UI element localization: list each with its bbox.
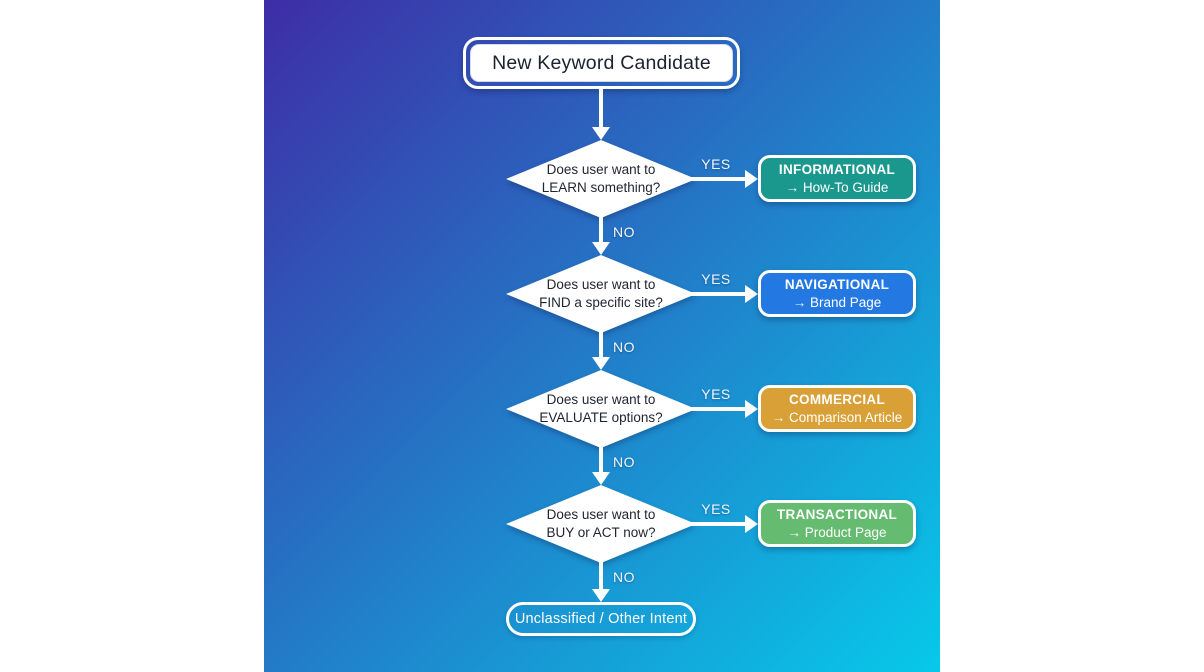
result-action: → Brand Page (792, 294, 882, 310)
result-category: INFORMATIONAL (778, 161, 896, 177)
decision-question-line2: LEARN something? (541, 180, 661, 195)
result-category: TRANSACTIONAL (776, 506, 898, 522)
arrow-line (599, 331, 603, 358)
result-node-transactional: TRANSACTIONAL → Product Page (758, 500, 916, 547)
no-branch-label: NO (613, 339, 635, 355)
yes-branch-label: YES (701, 156, 731, 172)
decision-diamond-learn: Does user want to LEARN something? (506, 140, 696, 218)
yes-branch-label: YES (701, 271, 731, 287)
arrow-line (599, 87, 603, 128)
decision-question-line2: EVALUATE options? (539, 410, 663, 425)
arrow-down-start (592, 87, 610, 140)
result-node-informational: INFORMATIONAL → How-To Guide (758, 155, 916, 202)
arrow-down-no-2 (592, 331, 610, 370)
decision-diamond-find: Does user want to FIND a specific site? (506, 255, 696, 333)
arrow-line (599, 561, 603, 590)
decision-question-line1: Does user want to (546, 392, 656, 408)
arrowhead-down-icon (592, 589, 610, 602)
decision-question-line1: Does user want to (546, 507, 656, 523)
arrow-line (688, 177, 746, 181)
arrow-right-yes-2 (688, 285, 758, 303)
arrow-down-no-1 (592, 216, 610, 255)
result-node-navigational: NAVIGATIONAL → Brand Page (758, 270, 916, 317)
arrow-down-no-4 (592, 561, 610, 602)
arrowhead-down-icon (592, 127, 610, 140)
result-action: → Product Page (787, 524, 887, 540)
arrow-line (688, 292, 746, 296)
result-action: → How-To Guide (785, 179, 889, 195)
no-branch-label: NO (613, 454, 635, 470)
arrow-right-yes-3 (688, 400, 758, 418)
start-node: New Keyword Candidate (463, 37, 740, 89)
arrowhead-right-icon (745, 170, 758, 188)
yes-branch-label: YES (701, 386, 731, 402)
arrow-down-no-3 (592, 446, 610, 485)
arrow-right-yes-1 (688, 170, 758, 188)
arrowhead-right-icon (745, 400, 758, 418)
end-node: Unclassified / Other Intent (506, 602, 696, 636)
yes-branch-label: YES (701, 501, 731, 517)
decision-question-line2: FIND a specific site? (539, 295, 663, 310)
arrowhead-right-icon (745, 285, 758, 303)
no-branch-label: NO (613, 224, 635, 240)
decision-question-line2: BUY or ACT now? (546, 525, 656, 540)
arrow-line (599, 216, 603, 243)
result-category: COMMERCIAL (789, 391, 885, 407)
arrow-line (688, 407, 746, 411)
no-branch-label: NO (613, 569, 635, 585)
start-node-label: New Keyword Candidate (470, 44, 733, 82)
arrow-line (599, 446, 603, 473)
decision-question-line1: Does user want to (546, 162, 656, 178)
arrow-right-yes-4 (688, 515, 758, 533)
result-node-commercial: COMMERCIAL → Comparison Article (758, 385, 916, 432)
decision-question-line1: Does user want to (546, 277, 656, 293)
result-action: → Comparison Article (771, 409, 903, 425)
end-node-label: Unclassified / Other Intent (514, 611, 688, 627)
flowchart-canvas: New Keyword Candidate Does user want to … (264, 0, 940, 672)
arrowhead-right-icon (745, 515, 758, 533)
arrowhead-down-icon (592, 242, 610, 255)
decision-diamond-evaluate: Does user want to EVALUATE options? (506, 370, 696, 448)
arrow-line (688, 522, 746, 526)
arrowhead-down-icon (592, 472, 610, 485)
decision-diamond-buy: Does user want to BUY or ACT now? (506, 485, 696, 563)
result-category: NAVIGATIONAL (784, 276, 890, 292)
arrowhead-down-icon (592, 357, 610, 370)
